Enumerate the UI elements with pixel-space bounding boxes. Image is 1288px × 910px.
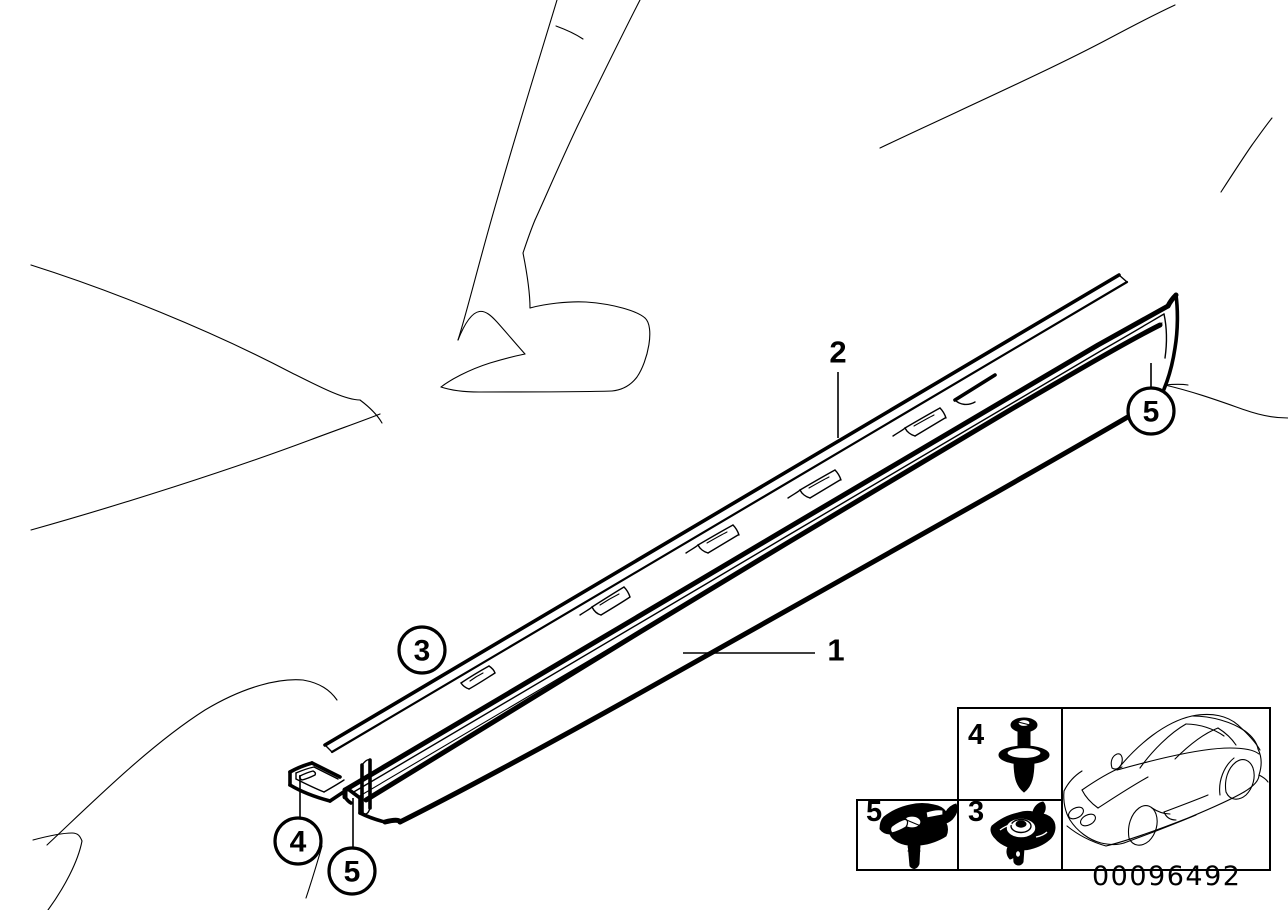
callout-group: 1 2 3 4 5 5 (273, 335, 1176, 899)
vehicle-body-context-outline (30, 0, 1288, 910)
callout-5-right-label: 5 (1143, 396, 1160, 429)
part-2-upper-moulding-strip (323, 273, 1129, 754)
sill-clip-detail-marks (460, 373, 997, 690)
callout-5-left-label: 5 (344, 856, 361, 889)
expanding-rivet-icon (998, 717, 1050, 793)
callout-5-right-circle (1126, 386, 1176, 436)
callout-4-label: 4 (290, 826, 307, 859)
sill-trim-clip-icon (879, 803, 958, 869)
callout-4-circle (273, 816, 323, 866)
callout-2-label: 2 (829, 335, 846, 370)
part-1-rocker-panel-sill-cover (288, 292, 1180, 825)
callout-5-left-circle (327, 846, 377, 896)
callout-3-label: 3 (414, 635, 431, 668)
callout-1-label: 1 (827, 633, 844, 668)
legend-box-4-label: 4 (968, 719, 984, 751)
spring-nut-clip-icon (990, 801, 1056, 866)
legend-box-vehicle (1061, 707, 1271, 871)
diagram-id-number: 00096492 (1092, 861, 1242, 892)
legend-box-3-label: 3 (968, 796, 984, 828)
legend-detail-boxes: 4 5 (856, 707, 1271, 871)
callout-3-circle (397, 625, 447, 675)
legend-box-5-label: 5 (866, 796, 882, 828)
vehicle-thumbnail-icon (1063, 713, 1269, 847)
